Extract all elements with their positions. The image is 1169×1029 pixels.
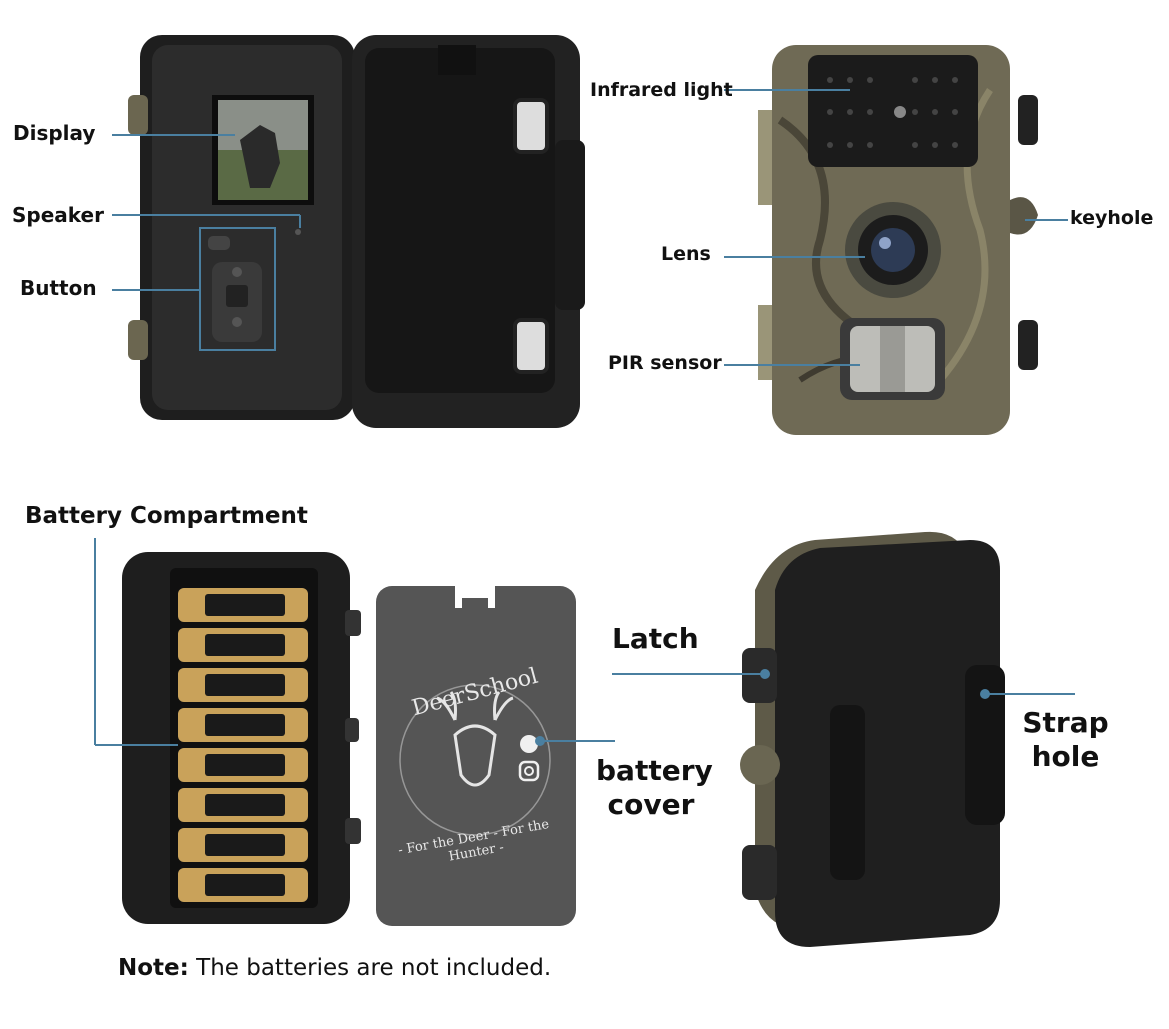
open-camera-back-door bbox=[352, 35, 585, 428]
camera-back-view bbox=[740, 531, 1005, 947]
camera-front-view bbox=[758, 45, 1038, 435]
note-text: Note: The batteries are not included. bbox=[118, 955, 551, 981]
note-prefix: Note: bbox=[118, 955, 189, 981]
battery-cover-label-line2: cover bbox=[607, 788, 695, 821]
lens-label: Lens bbox=[661, 243, 711, 265]
battery-compartment-view bbox=[122, 552, 361, 924]
open-camera-front-panel bbox=[128, 35, 355, 420]
keyhole-label: keyhole bbox=[1070, 207, 1154, 229]
leader-lines bbox=[94, 89, 1075, 746]
battery-cover-label: battery cover bbox=[596, 754, 713, 822]
strap-hole-label-line1: Strap bbox=[1022, 706, 1109, 739]
display-label: Display bbox=[13, 121, 96, 145]
latch-label: Latch bbox=[612, 622, 699, 655]
infrared-light-label: Infrared light bbox=[590, 79, 733, 101]
pir-sensor-label: PIR sensor bbox=[608, 352, 722, 374]
battery-cover-label-line1: battery bbox=[596, 754, 713, 787]
battery-compartment-label: Battery Compartment bbox=[25, 503, 308, 529]
note-body: The batteries are not included. bbox=[188, 955, 552, 981]
strap-hole-label-line2: hole bbox=[1031, 740, 1100, 773]
button-label: Button bbox=[20, 276, 97, 300]
battery-cover-view bbox=[376, 586, 576, 926]
strap-hole-label: Strap hole bbox=[1018, 706, 1113, 774]
speaker-label: Speaker bbox=[12, 203, 104, 227]
